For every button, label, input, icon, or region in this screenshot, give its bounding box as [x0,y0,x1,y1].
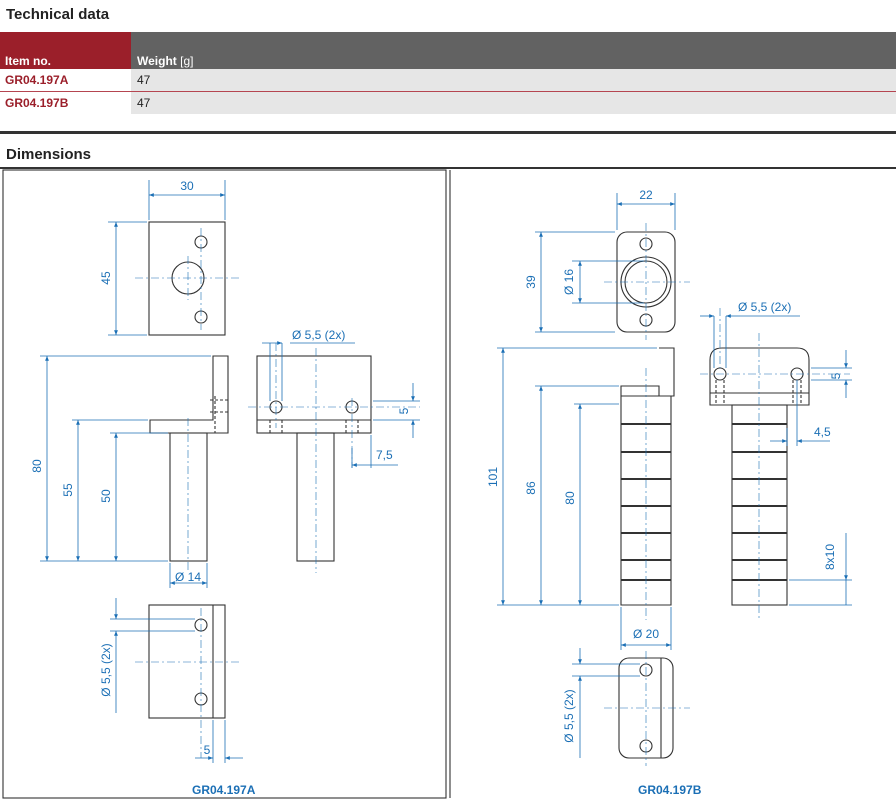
item-cell: GR04.197B [0,92,131,114]
label-gr04-197a: GR04.197A [192,783,256,797]
gr04-197a-bottom-view: Ø 5,5 (2x) 5 [99,598,243,763]
gr04-197b-side-view: Ø 5,5 (2x) 5 4,5 8x10 [700,300,852,618]
dimensions-title: Dimensions [6,146,92,163]
dim-width-b: 22 [639,188,653,202]
dim-side-hole-a: Ø 5,5 (2x) [99,643,113,696]
dim-4-5-b: 4,5 [814,425,831,439]
gr04-197b-front-view: 101 86 80 Ø 20 [486,347,675,650]
technical-data-title: Technical data [6,6,110,23]
dim-55-a: 55 [61,483,75,497]
dimension-drawings: .o{fill:none;stroke:#333;stroke-width:1.… [2,169,852,799]
dim-5-b: 5 [829,372,843,379]
dim-side-hole-b: Ø 5,5 (2x) [562,689,576,742]
dim-diameter-b: Ø 20 [633,627,659,641]
dim-5-a: 5 [397,407,411,414]
gr04-197b-bottom-view: Ø 5,5 (2x) [562,648,690,766]
technical-data-table: Item no. Weight [g] GR04.197A 47 GR04.19… [0,32,896,114]
weight-cell: 47 [131,92,896,114]
dim-inner-dia-b: Ø 16 [562,269,576,295]
left-panel-frame [2,169,447,799]
column-header-item: Item no. [0,32,131,69]
column-header-weight: Weight [g] [131,32,896,69]
dim-depth-b: 39 [524,275,538,289]
gr04-197a-front-view: 80 55 50 Ø 14 [30,355,229,588]
dim-total-height-a: 80 [30,459,44,473]
dim-80-b: 80 [563,491,577,505]
dim-pitch-b: 8x10 [823,544,837,570]
weight-label: Weight [137,54,177,68]
dim-hole-b: Ø 5,5 (2x) [738,300,791,314]
section-divider [0,131,896,134]
dim-total-height-b: 101 [486,467,500,487]
dim-7-5-a: 7,5 [376,448,393,462]
weight-unit: [g] [180,54,194,68]
dim-86-b: 86 [524,481,538,495]
table-header: Item no. Weight [g] [0,32,896,69]
table-row: GR04.197A 47 [0,69,896,92]
weight-cell: 47 [131,69,896,91]
item-cell: GR04.197A [0,69,131,91]
section-divider [0,167,896,169]
gr04-197a-side-view: Ø 5,5 (2x) 5 7,5 [248,328,420,573]
dim-width-a: 30 [180,179,194,193]
gr04-197b-top-view: 22 39 Ø 16 [524,188,690,340]
table-row: GR04.197B 47 [0,92,896,114]
dim-50-a: 50 [99,489,113,503]
dim-diameter-a: Ø 14 [175,570,201,584]
label-gr04-197b: GR04.197B [638,783,702,797]
dim-bottom-5-a: 5 [204,743,211,757]
dim-depth-a: 45 [99,271,113,285]
dim-hole-a: Ø 5,5 (2x) [292,328,345,342]
gr04-197a-top-view: 30 45 [99,179,242,336]
